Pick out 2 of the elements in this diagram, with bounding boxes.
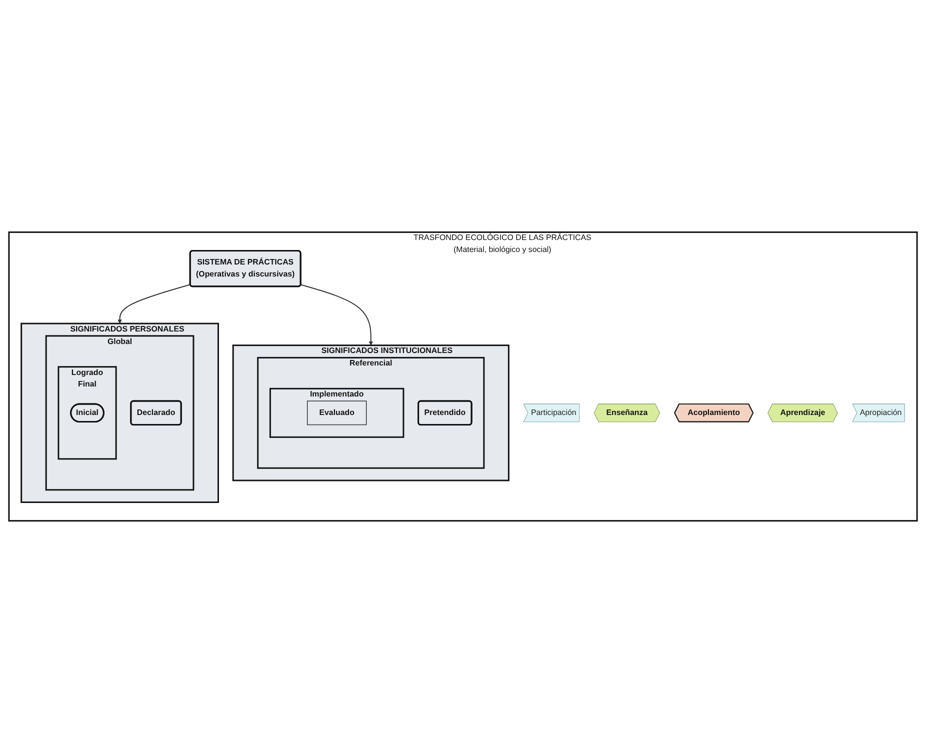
arrow [300, 284, 374, 346]
arrow [118, 284, 191, 324]
